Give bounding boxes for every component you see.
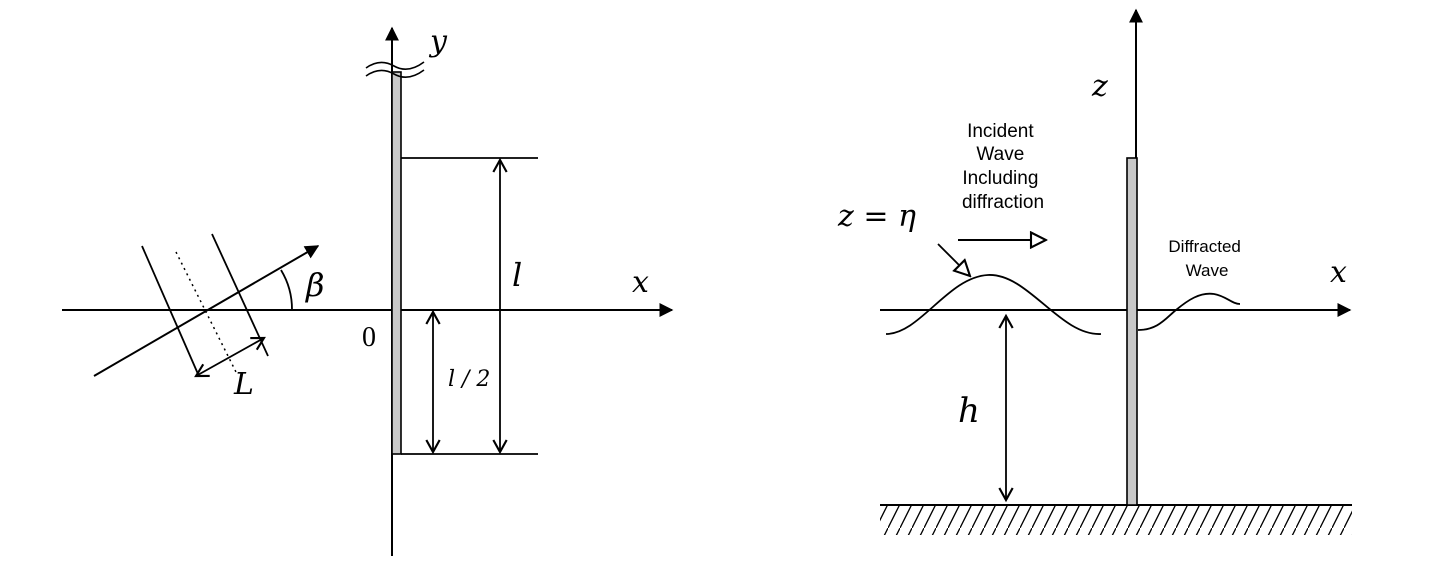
- wave-crest-line-1: [141, 245, 199, 375]
- incident-wave-label: Incident Wave Including diffraction: [962, 121, 1044, 213]
- seabed-hatching: [880, 505, 1352, 535]
- surface-label: z = η: [837, 199, 916, 234]
- diffracted-wave-label: Diffracted Wave: [1168, 237, 1245, 280]
- incident-line-1: Incident: [967, 121, 1034, 142]
- angle-arc: [280, 269, 293, 311]
- incident-wave-surface: [885, 274, 1102, 335]
- diffracted-line-2: Wave: [1186, 261, 1229, 280]
- wave-crest-line-2: [211, 233, 269, 357]
- elevation-view: z x h z = η Incident Wave Including diff…: [837, 8, 1352, 535]
- plan-y-axis-label: y: [428, 24, 448, 59]
- plan-breakwater-wall: [391, 71, 402, 455]
- origin-label: 0: [362, 322, 376, 353]
- axis-break-mark-lower: [365, 69, 425, 78]
- elevation-x-axis-label: x: [1330, 255, 1347, 290]
- incident-line-4: diffraction: [962, 192, 1044, 213]
- incident-line-2: Wave: [976, 144, 1024, 165]
- depth-label: h: [958, 391, 980, 431]
- plan-view: y x 0 β L l l / 2: [62, 24, 674, 556]
- elevation-breakwater-wall: [1126, 157, 1138, 506]
- surface-pointer-arrow: [937, 243, 970, 276]
- wavelength-dimension-arrow: [194, 336, 266, 378]
- diffracted-wave-surface: [1137, 292, 1241, 331]
- plan-x-axis-label: x: [632, 265, 649, 300]
- elevation-z-axis-label: z: [1091, 69, 1108, 104]
- breakwater-length-label: l: [512, 256, 522, 294]
- wave-direction-arrow: [93, 245, 320, 377]
- diffracted-line-1: Diffracted: [1168, 237, 1240, 256]
- wavelength-label: L: [233, 367, 254, 402]
- incident-line-3: Including: [962, 168, 1038, 189]
- axis-break-mark: [365, 61, 425, 70]
- half-length-label: l / 2: [448, 367, 490, 392]
- angle-label: β: [305, 266, 325, 304]
